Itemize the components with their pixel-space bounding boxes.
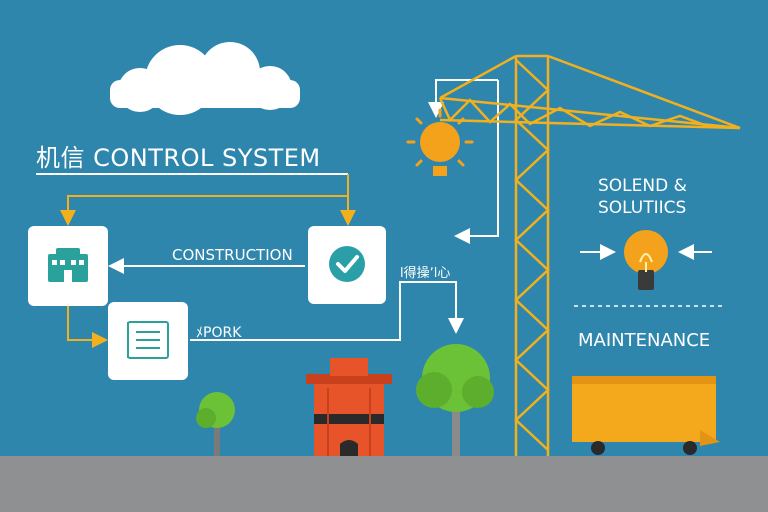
document-list-icon: [127, 321, 169, 359]
check-card[interactable]: [308, 226, 386, 304]
document-card[interactable]: [108, 302, 188, 380]
sun-icon: [406, 108, 474, 176]
silo-icon: [306, 358, 392, 456]
cloud-icon: [110, 42, 300, 115]
cjk-label: l得操ʼl心: [400, 266, 451, 281]
connector-check-to-building: [60, 195, 348, 226]
connector-building-to-doc: [67, 306, 108, 348]
building-icon: [48, 248, 88, 282]
connectors: [60, 79, 499, 348]
ground: [0, 456, 768, 512]
construction-label: CONSTRUCTION: [172, 246, 293, 264]
connector-crane-to-check: [454, 80, 499, 244]
crane-icon: [438, 54, 741, 456]
building-card[interactable]: [28, 226, 108, 306]
maintenance-label: MAINTENANCE: [578, 330, 711, 351]
page-title: 机信 CONTROL SYSTEM: [36, 144, 321, 172]
truck-icon: [572, 376, 720, 455]
checkmark-icon: [329, 246, 365, 282]
tree-icon: [196, 392, 235, 456]
solutions-label-line2: SOLUTIICS: [598, 198, 687, 218]
large-tree-icon: [416, 344, 494, 456]
lightbulb-icon: [624, 230, 668, 290]
connector-sun-link: [428, 79, 498, 118]
connector-work-to-tree: [190, 281, 464, 341]
work-label: ﾒPORK: [196, 325, 242, 341]
solutions-label-line1: SOLEND &: [598, 176, 687, 196]
